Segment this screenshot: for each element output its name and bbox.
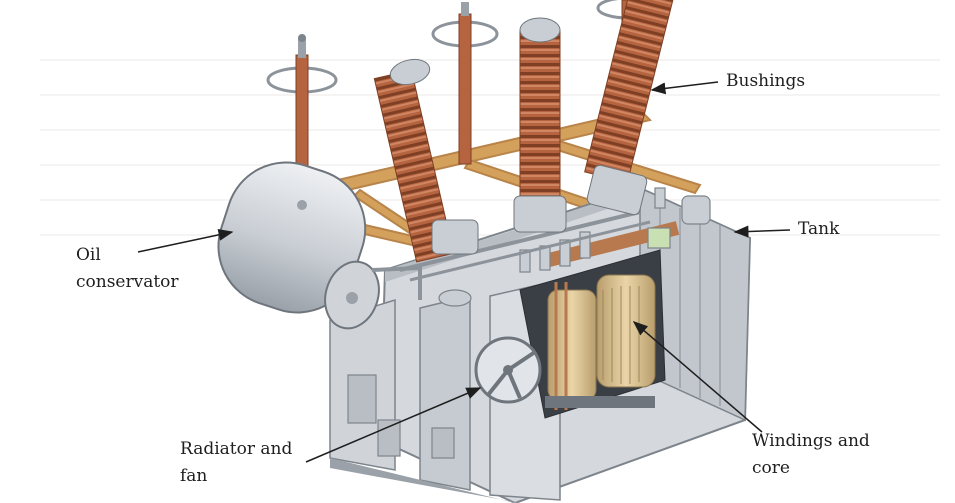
label-windings-line2: core: [752, 458, 790, 478]
background-rules: [40, 59, 940, 236]
bushing-center: [513, 17, 567, 233]
label-windings-line1: Windings and: [752, 431, 870, 451]
cover-accessories: [399, 187, 711, 307]
label-windings-and-core: Windings and core: [752, 428, 870, 482]
label-oil-conservator: Oil conservator: [76, 242, 179, 296]
label-tank: Tank: [798, 216, 839, 243]
label-radiator-and-fan: Radiator and fan: [180, 436, 292, 490]
label-oil-conservator-line1: Oil: [76, 245, 101, 265]
label-bushings: Bushings: [726, 68, 805, 95]
leader-arrows: [137, 81, 791, 463]
label-bushings-text: Bushings: [726, 71, 806, 91]
arrow-oil-conservator: [137, 228, 234, 253]
rear-bushing-center: [431, 2, 499, 165]
arrow-radiator-fan: [305, 387, 482, 463]
label-oil-conservator-line2: conservator: [76, 272, 179, 292]
bushing-left: [373, 58, 479, 263]
label-radiator-line1: Radiator and: [180, 439, 293, 459]
bushing-right: [584, 0, 674, 216]
radiator-fan: [474, 336, 542, 404]
oil-conservator: [217, 161, 422, 330]
arrow-tank: [733, 225, 791, 238]
arrow-windings-core: [632, 321, 763, 433]
arrow-bushings: [650, 81, 719, 95]
tank-cutaway: [519, 221, 680, 419]
label-tank-text: Tank: [798, 219, 840, 239]
label-radiator-line2: fan: [180, 466, 208, 486]
